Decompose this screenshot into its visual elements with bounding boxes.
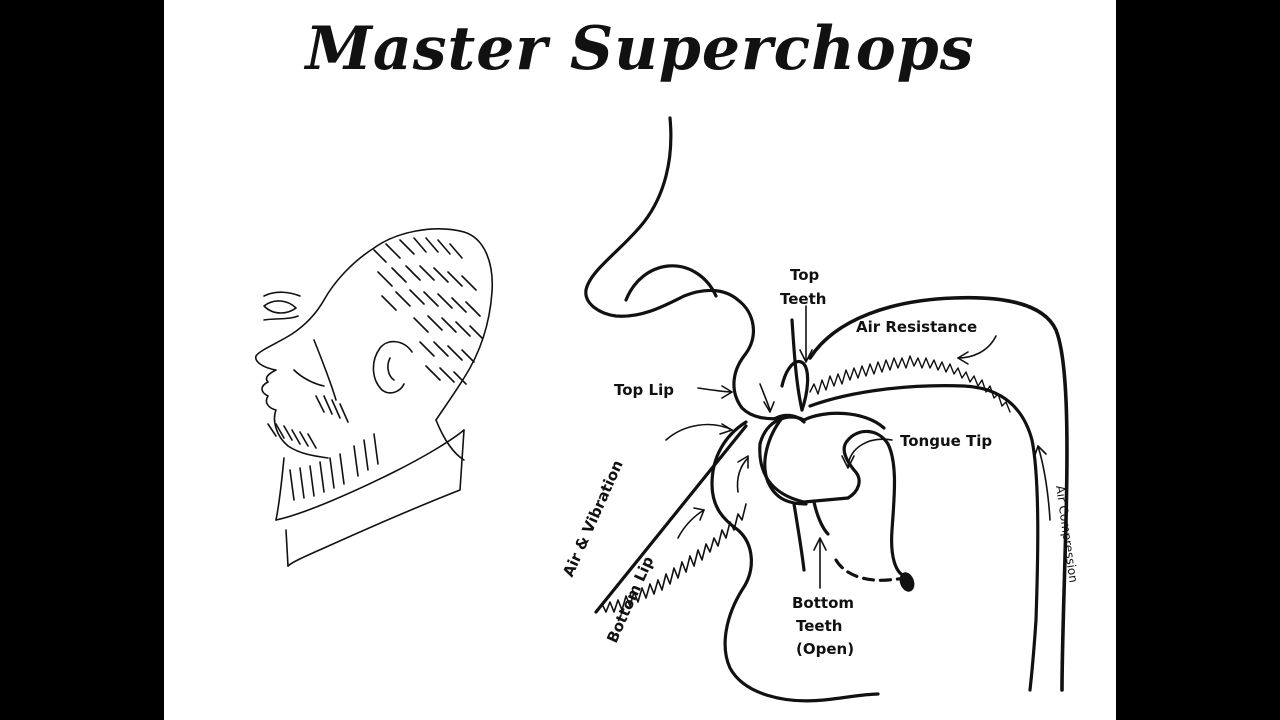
label-air-resistance: Air Resistance (856, 318, 977, 336)
label-top-teeth-line2: Teeth (780, 290, 826, 308)
slide: Master Superchops (164, 0, 1116, 720)
diagram-canvas: Top Teeth Air Resistance Top Lip Tongue … (254, 116, 1081, 703)
label-top-teeth-line1: Top (790, 266, 820, 284)
label-bottom-teeth-line3: (Open) (796, 640, 854, 658)
label-bottom-teeth-line1: Bottom (792, 594, 854, 612)
diagram-labels: Top Teeth Air Resistance Top Lip Tongue … (559, 266, 1080, 658)
label-bottom-teeth-line2: Teeth (796, 617, 842, 635)
mouth-cross-section (584, 116, 1069, 703)
label-tongue-tip: Tongue Tip (900, 432, 992, 450)
label-air-compression: Air Compression (1053, 484, 1081, 583)
page-title: Master Superchops (305, 14, 975, 84)
label-air-vibration: Air & Vibration (559, 457, 627, 579)
label-top-lip: Top Lip (614, 381, 674, 399)
portrait-sketch (254, 228, 494, 567)
